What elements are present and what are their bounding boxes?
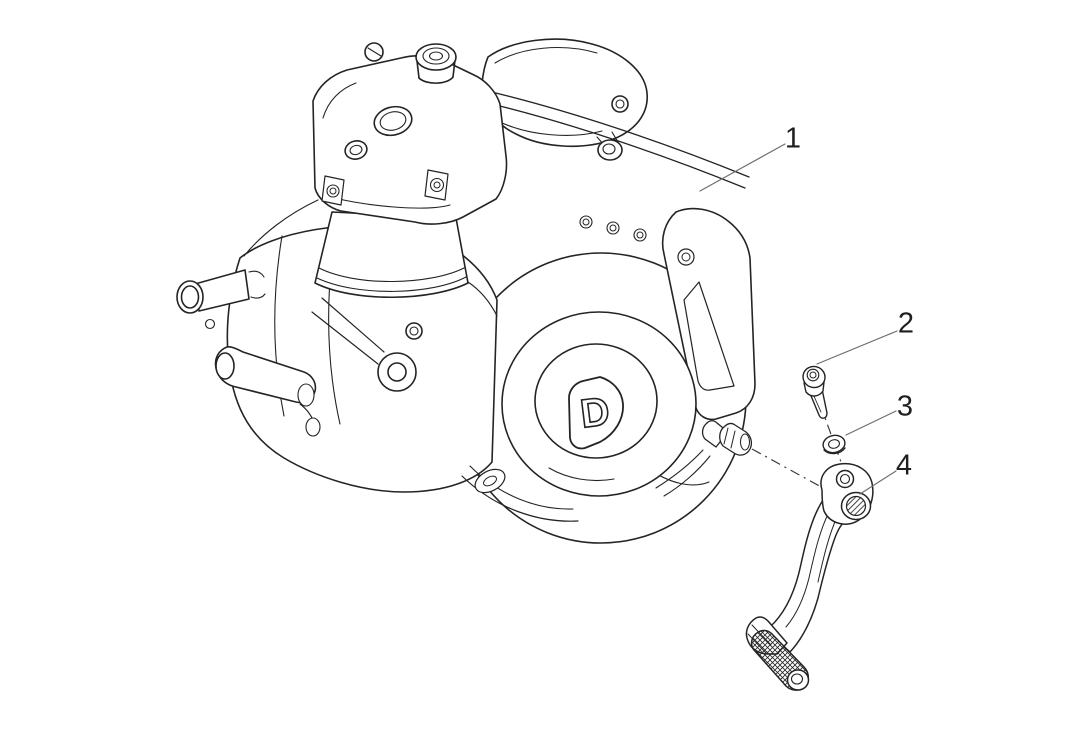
mount-lug-hole xyxy=(378,353,416,391)
part-bolt xyxy=(801,364,827,418)
callout-label-1: 1 xyxy=(784,122,802,155)
shift-shaft-stub xyxy=(703,421,752,455)
brand-logo-shield xyxy=(569,377,623,448)
leader-line-3 xyxy=(846,411,896,435)
leader-line-4 xyxy=(860,471,896,494)
head-cover xyxy=(313,56,507,224)
callout-label-2: 2 xyxy=(897,307,915,340)
cylinder xyxy=(315,212,468,297)
leader-line-1 xyxy=(700,144,785,191)
part-washer xyxy=(821,433,846,454)
spline-bore xyxy=(847,497,866,516)
brand-logo-letter: D xyxy=(578,389,612,436)
clutch-cover xyxy=(502,312,696,496)
callout-leader-lines xyxy=(700,144,897,494)
part-shift-lever xyxy=(746,464,872,690)
leader-line-2 xyxy=(817,331,897,364)
callout-label-3: 3 xyxy=(896,390,914,423)
callout-label-4: 4 xyxy=(895,449,913,482)
part-engine xyxy=(177,39,755,543)
